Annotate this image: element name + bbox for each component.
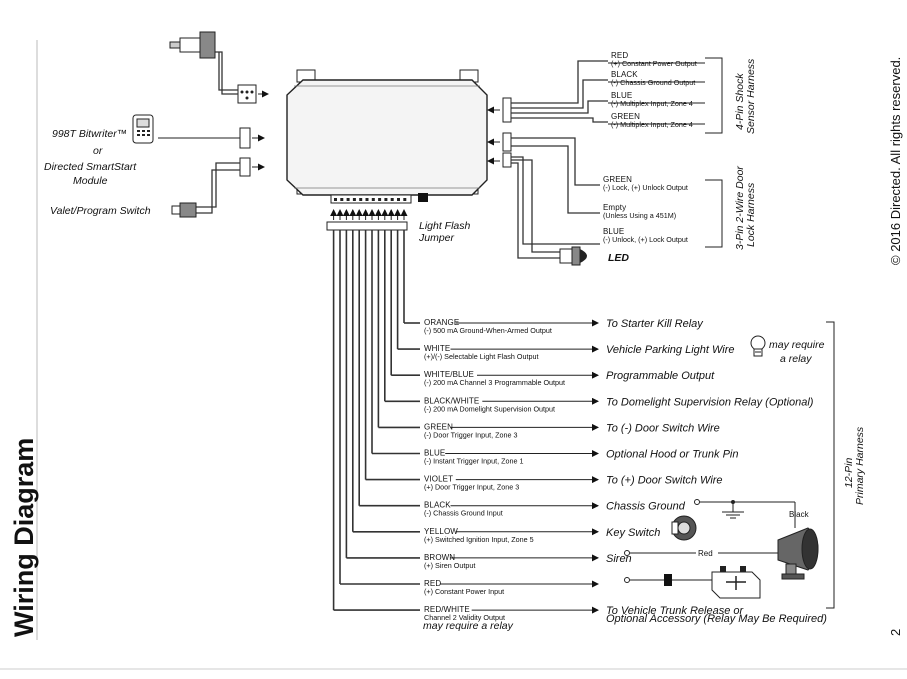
connector-pin [365, 198, 369, 201]
primary-wire-desc: (+)/(-) Selectable Light Flash Output [424, 352, 538, 361]
ground-symbol [694, 499, 796, 528]
primary-wire-desc: (-) Chassis Ground Input [424, 509, 503, 518]
shock-harness-title-2: Sensor Harness [745, 58, 757, 134]
bitwriter-connector [239, 127, 251, 149]
primary-wire-desc: (+) Constant Power Input [424, 587, 504, 596]
connector-pin [390, 198, 394, 201]
smartstart-module-label: Module [73, 175, 108, 187]
page-number: 2 [888, 629, 903, 636]
primary-wire-destination: Siren [606, 553, 632, 565]
primary-wire-destination: To Vehicle Trunk Release or [606, 605, 744, 617]
door-lock-title-1: 3-Pin 2-Wire Door [734, 166, 746, 250]
door-lock-title-2: Lock Harness [745, 182, 757, 247]
primary-wire-desc: (+) Door Trigger Input, Zone 3 [424, 483, 519, 492]
led-icon [559, 246, 587, 266]
siren-black-label: Black [789, 510, 810, 519]
primary-harness-title-2: Primary Harness [854, 426, 866, 505]
parking-note-2: a relay [780, 353, 812, 365]
battery-icon [711, 566, 761, 599]
valet-connector [239, 157, 251, 177]
primary-wire-destination: Optional Hood or Trunk Pin [606, 449, 738, 461]
primary-harness-plug [326, 221, 408, 231]
connector-pin [397, 198, 400, 201]
primary-wire-name: BROWN [424, 553, 455, 562]
red-white-note: may require a relay [423, 620, 514, 632]
valet-switch-icon [171, 202, 197, 218]
copyright: © 2016 Directed. All rights reserved. [888, 57, 903, 265]
parking-note-1: may require [769, 339, 825, 351]
valet-switch-label: Valet/Program Switch [50, 205, 151, 217]
connector-pin [334, 198, 337, 201]
or-label: or [93, 145, 103, 157]
fuse-icon [664, 574, 672, 586]
primary-harness-title-1: 12-Pin [843, 457, 855, 488]
bitwriter-icon [132, 114, 154, 144]
primary-wire-desc: (-) 200 mA Channel 3 Programmable Output [424, 378, 565, 387]
primary-wire-name: ORANGE [424, 318, 459, 327]
primary-wire-name: GREEN [424, 422, 453, 431]
primary-wire-desc: (-) 200 mA Domelight Supervision Output [424, 404, 555, 413]
primary-wire-desc: (-) Door Trigger Input, Zone 3 [424, 430, 517, 439]
shock-wire-name: RED [611, 51, 628, 60]
lock-wire-name: BLUE [603, 227, 624, 236]
primary-wire-name: VIOLET [424, 475, 453, 484]
primary-wire-destination: Vehicle Parking Light Wire [606, 344, 735, 356]
primary-wire-destination: To (+) Door Switch Wire [606, 475, 723, 487]
primary-wire-name: WHITE [424, 344, 450, 353]
primary-wire-name: BLUE [424, 449, 445, 458]
shock-harness-connector [487, 60, 608, 123]
primary-wire-desc: (-) Instant Trigger Input, Zone 1 [424, 457, 523, 466]
jumper-label: Jumper [418, 232, 455, 244]
lock-wire-desc: (-) Unlock, (+) Lock Output [603, 235, 688, 244]
connector-pin [346, 198, 350, 201]
shock-wire-name: GREEN [611, 112, 640, 121]
lock-wire-name: Empty [603, 203, 626, 212]
primary-wire-destination: To Starter Kill Relay [606, 318, 704, 330]
red-white-dest-2: Optional Accessory (Relay May Be Require… [606, 613, 827, 625]
primary-wire-destination: To Domelight Supervision Relay (Optional… [606, 396, 814, 408]
key-switch-icon [671, 515, 697, 541]
primary-wire-destination: Key Switch [606, 527, 660, 539]
primary-wire-desc: (+) Switched Ignition Input, Zone 5 [424, 535, 534, 544]
primary-wire-desc: Channel 2 Validity Output [424, 613, 505, 622]
control-module [286, 69, 488, 204]
page-title: Wiring Diagram [9, 438, 39, 637]
shock-harness-title-1: 4-Pin Shock [734, 73, 746, 130]
primary-wire-destination: To (-) Door Switch Wire [606, 422, 720, 434]
primary-wire-destination: Programmable Output [606, 370, 715, 382]
primary-wire-desc: (+) Siren Output [424, 561, 475, 570]
lock-wire-desc: (Unless Using a 451M) [603, 211, 676, 220]
door-lock-connector [487, 132, 600, 259]
primary-wire-name: RED/WHITE [424, 605, 470, 614]
connector-pin [384, 198, 388, 201]
connector-pin [403, 198, 407, 201]
shock-wire-name: BLACK [611, 70, 638, 79]
primary-wire-name: RED [424, 579, 441, 588]
primary-wire-desc: (-) 500 mA Ground-When-Armed Output [424, 326, 552, 335]
connector-pin [371, 198, 375, 201]
led-label: LED [608, 252, 629, 264]
light-flash-label: Light Flash [419, 220, 471, 232]
siren-red-label-text: Red [698, 549, 713, 558]
antenna-connector [169, 31, 269, 104]
primary-wire-name: BLACK [424, 501, 451, 510]
lock-wire-desc: (-) Lock, (+) Unlock Output [603, 183, 688, 192]
connector-pin [352, 198, 356, 201]
bitwriter-label: 998T Bitwriter™ [52, 128, 127, 140]
lock-wire-name: GREEN [603, 175, 632, 184]
connector-pin [378, 198, 382, 201]
primary-wire-name: YELLOW [424, 527, 458, 536]
siren-icon [777, 527, 819, 580]
connector-pin [359, 198, 363, 201]
primary-connector-pins [334, 198, 407, 201]
shock-wire-name: BLUE [611, 91, 632, 100]
connector-pin [340, 198, 344, 201]
primary-wire-name: WHITE/BLUE [424, 370, 474, 379]
primary-wire-name: BLACK/WHITE [424, 396, 479, 405]
bulb-icon [750, 335, 766, 357]
smartstart-label: Directed SmartStart [44, 161, 137, 173]
primary-wire-destination: Chassis Ground [606, 501, 686, 513]
